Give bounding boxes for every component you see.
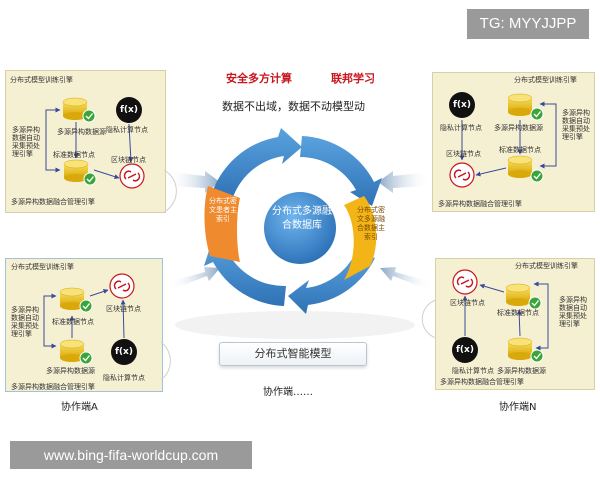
check-icon [79, 299, 93, 313]
engine-label: 多源异构数据自动采集预处理引擎 [11, 306, 39, 338]
database-icon [507, 337, 533, 360]
inflow-arrows [168, 171, 432, 290]
diagram-subtitle: 数据不出域，数据不动模型动 [222, 100, 365, 113]
check-icon [530, 349, 544, 363]
blockchain-node-label: 区块链节点 [106, 305, 141, 313]
database-icon [62, 97, 88, 120]
check-icon [530, 169, 544, 183]
fx-icon [449, 92, 475, 118]
privacy-node-label: 隐私计算节点 [452, 367, 494, 375]
bottom-left-graphics [43, 273, 137, 365]
left-segment-label: 分布式密文患者主索引 [209, 197, 237, 223]
engine-label: 多源异构数据自动采集预处理引擎 [562, 109, 590, 141]
hetero-source-label: 多源异构数据源 [46, 367, 95, 375]
fusion-engine-label: 多源异构数据融合管理引擎 [438, 200, 522, 208]
privacy-node-label: 隐私计算节点 [440, 124, 482, 132]
database-icon [63, 159, 89, 182]
fx-icon [111, 339, 137, 365]
training-engine-label: 分布式模型训练引擎 [515, 262, 578, 270]
blockchain-node-label: 区块链节点 [450, 299, 485, 307]
tg-watermark: TG: MYYJJPP [467, 9, 589, 39]
standard-node-label: 标准数据节点 [499, 146, 541, 154]
yellow-segment [344, 196, 377, 280]
fx-label: f(x) [120, 105, 138, 115]
engine-label: 多源异构数据自动采集预处理引擎 [12, 126, 40, 158]
standard-node-label: 标准数据节点 [52, 318, 94, 326]
panel-top-left [5, 70, 166, 213]
training-engine-label: 分布式模型训练引擎 [11, 263, 74, 271]
privacy-node-label: 隐私计算节点 [106, 126, 148, 134]
fusion-engine-label: 多源异构数据融合管理引擎 [440, 378, 524, 386]
check-icon [83, 172, 97, 186]
database-icon [507, 155, 533, 178]
top-left-graphics [45, 97, 145, 189]
check-icon [82, 109, 96, 123]
distributed-model-box: 分布式智能模型 [219, 342, 367, 366]
caption-collaborator-n: 协作端N [499, 402, 537, 413]
caption-collaborator-a: 协作端A [61, 402, 98, 413]
orange-segment [204, 186, 240, 262]
check-icon [79, 351, 93, 365]
hetero-source-label: 多源异构数据源 [57, 128, 106, 136]
fusion-engine-label: 多源异构数据融合管理引擎 [11, 198, 95, 206]
fx-label: f(x) [115, 347, 133, 357]
top-right-graphics [449, 92, 557, 188]
fx-icon [116, 97, 142, 123]
check-icon [528, 296, 542, 310]
database-icon [505, 283, 531, 306]
training-engine-label: 分布式模型训练引擎 [514, 76, 577, 84]
database-icon [59, 287, 85, 310]
url-watermark: www.bing-fifa-worldcup.com [10, 441, 252, 469]
engine-label: 多源异构数据自动采集预处理引擎 [559, 296, 587, 328]
blockchain-node-label: 区块链节点 [446, 150, 481, 158]
bottom-right-graphics [452, 269, 549, 363]
secure-mpc-label: 安全多方计算 [226, 72, 292, 85]
fx-label: f(x) [453, 100, 471, 110]
hub-label: 分布式多源融合数据库 [272, 206, 332, 231]
right-segment-label: 分布式密文多源融合数据主索引 [357, 206, 385, 241]
database-icon [507, 93, 533, 116]
hub-circle [264, 192, 336, 264]
standard-node-label: 标准数据节点 [497, 309, 539, 317]
caption-collaborator-more: 协作端…… [263, 387, 313, 398]
federated-learning-label: 联邦学习 [331, 72, 375, 85]
hetero-source-label: 多源异构数据源 [497, 367, 546, 375]
privacy-node-label: 隐私计算节点 [103, 374, 145, 382]
blockchain-node-label: 区块链节点 [111, 156, 146, 164]
fusion-engine-label: 多源异构数据融合管理引擎 [11, 383, 95, 391]
database-icon [59, 339, 85, 362]
standard-node-label: 标准数据节点 [53, 151, 95, 159]
check-icon [530, 107, 544, 121]
fx-label: f(x) [456, 345, 474, 355]
panel-bottom-left [5, 258, 163, 392]
hetero-source-label: 多源异构数据源 [494, 124, 543, 132]
training-engine-label: 分布式模型训练引擎 [10, 76, 73, 84]
fx-icon [452, 337, 478, 363]
